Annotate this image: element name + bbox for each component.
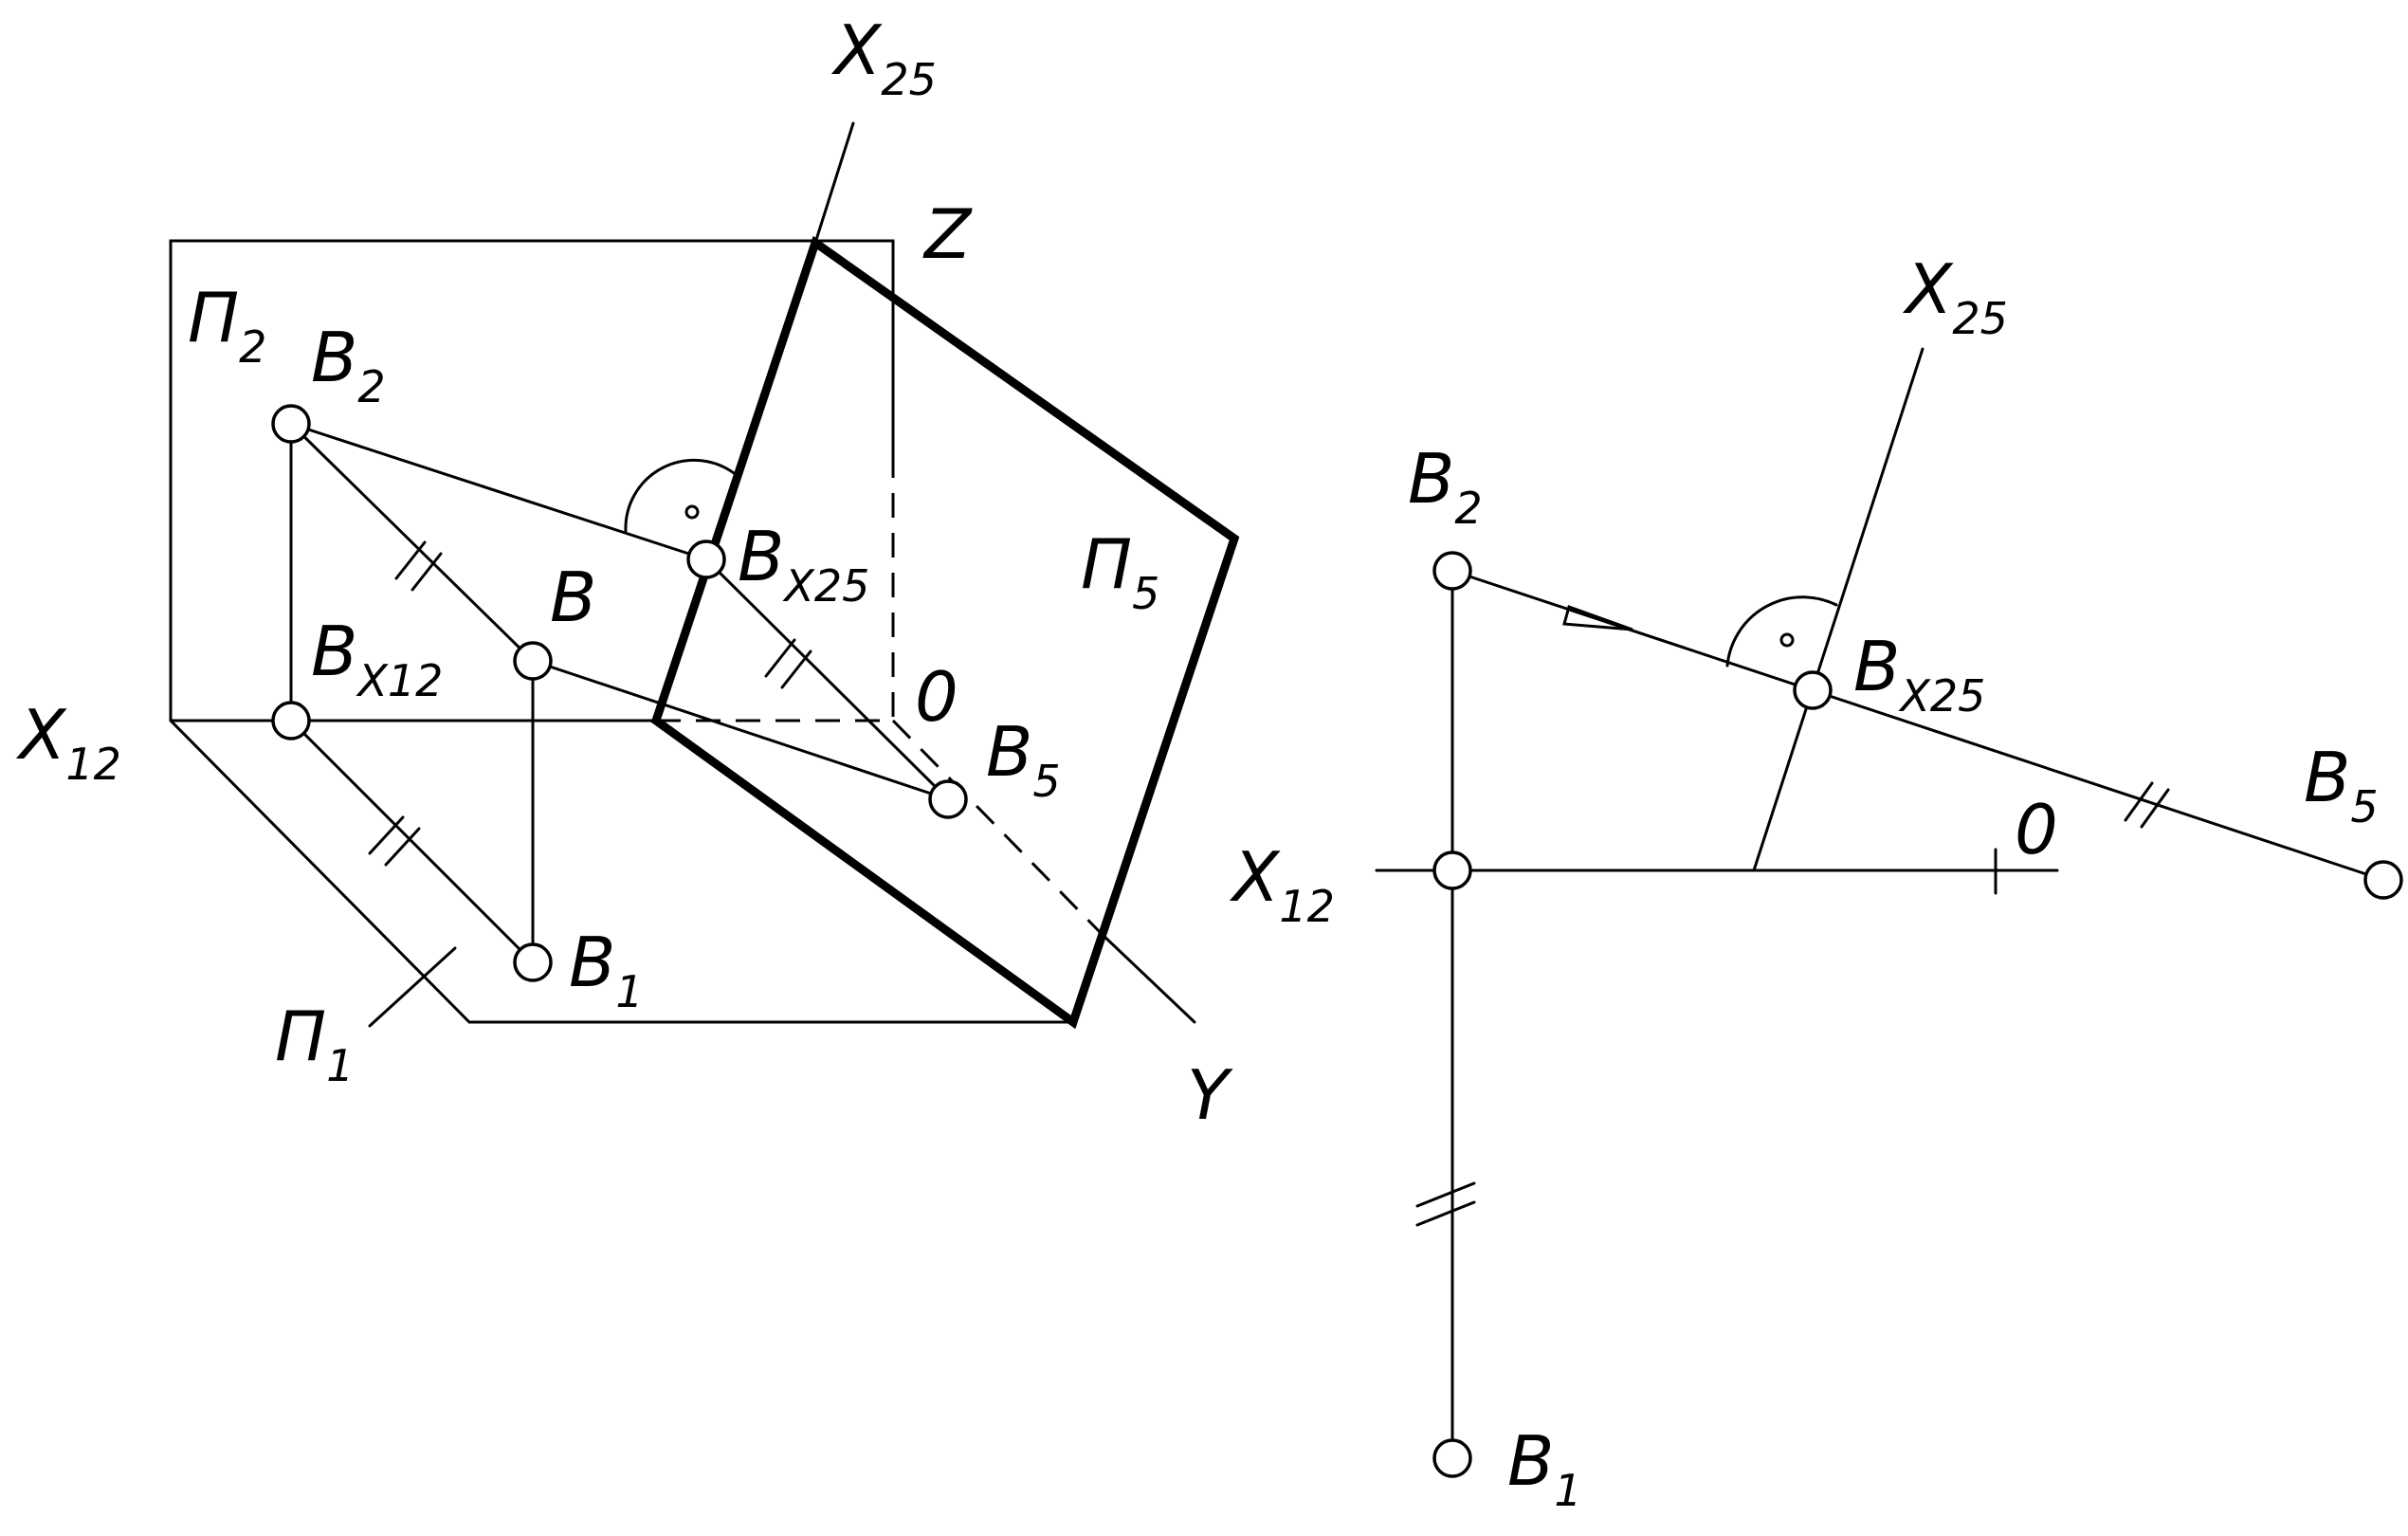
label-bx25: BX25 xyxy=(738,517,869,612)
tick-marks-right xyxy=(1415,781,2170,1227)
right-angle-arc xyxy=(624,458,739,533)
point-b2 xyxy=(271,404,311,444)
plane-p1-outline xyxy=(169,719,1075,1024)
label-p1: П1 xyxy=(275,997,354,1091)
right-angle-dot xyxy=(684,504,700,520)
label-x12-left: X12 xyxy=(15,695,121,790)
label-b2: B2 xyxy=(311,318,386,412)
tick-marks-left xyxy=(368,540,812,1028)
epure-view: B2 X25 BX25 X12 0 B5 B1 xyxy=(1229,249,2403,1516)
epure-label-bx25: BX25 xyxy=(1853,627,1985,722)
label-bx12: BX12 xyxy=(311,612,443,706)
epure-right-angle-dot xyxy=(1779,632,1795,648)
label-x25-left: X25 xyxy=(830,10,937,105)
epure-label-x12: X12 xyxy=(1229,837,1335,932)
spatial-view: П2 B2 BX12 B B1 П1 X12 BX25 П5 X25 Z 0 B… xyxy=(15,10,1240,1135)
epure-point-b2 xyxy=(1432,551,1472,591)
point-bx25 xyxy=(686,539,726,579)
plane-p1-right-edge xyxy=(1100,932,1196,1024)
label-b1: B1 xyxy=(569,923,644,1017)
line-b2-bx25 xyxy=(289,422,708,561)
line-b2-b xyxy=(289,422,535,663)
label-p2: П2 xyxy=(188,278,266,373)
epure-label-origin: 0 xyxy=(2015,790,2058,869)
epure-label-b1: B1 xyxy=(1507,1421,1582,1516)
point-b1 xyxy=(513,942,553,982)
epure-label-b5: B5 xyxy=(2304,738,2379,832)
epure-point-x12 xyxy=(1432,850,1472,890)
epure-arrow xyxy=(1562,605,1633,631)
label-z: Z xyxy=(922,194,973,274)
label-y: Y xyxy=(1187,1055,1233,1135)
epure-point-b5 xyxy=(2363,860,2403,900)
epure-point-b1 xyxy=(1432,1438,1472,1478)
label-p5: П5 xyxy=(1081,524,1159,619)
line-bx25-b5 xyxy=(704,558,950,801)
epure-right-angle-arc xyxy=(1725,595,1838,667)
label-origin-left: 0 xyxy=(915,657,958,737)
point-bx12 xyxy=(271,701,311,741)
epure-point-bx25 xyxy=(1793,670,1833,710)
epure-label-b2: B2 xyxy=(1408,439,1483,534)
line-bx12-b1 xyxy=(289,719,535,964)
epure-line-b2-b5 xyxy=(1450,569,2385,882)
label-b5-left: B5 xyxy=(986,712,1061,807)
epure-label-x25: X25 xyxy=(1902,249,2008,344)
axis-x25-line xyxy=(813,121,855,245)
axis-y-hidden xyxy=(891,719,1104,936)
point-b xyxy=(513,641,553,681)
epure-axis-x25 xyxy=(1752,347,1925,872)
label-b: B xyxy=(550,558,596,637)
plane-p5-outline xyxy=(650,235,1240,1030)
line-b-b5 xyxy=(531,659,950,801)
point-b5 xyxy=(928,779,968,819)
